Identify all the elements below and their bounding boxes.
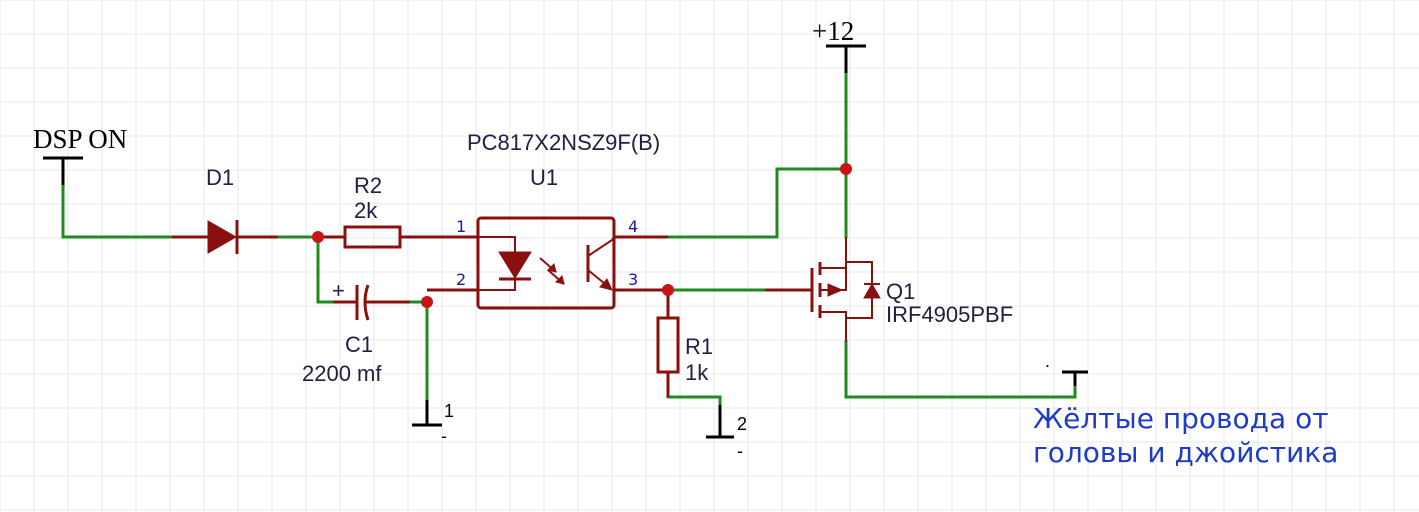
net-dsp-on: DSP ON	[33, 124, 127, 185]
r2-ref: R2	[354, 173, 382, 198]
note-line-1: Жёлтые провода от	[1033, 402, 1329, 435]
q1-ref: Q1	[886, 279, 915, 304]
junction-d1-r2	[312, 231, 324, 243]
supply-label: +12	[812, 16, 854, 46]
junction-c1-pin2	[421, 296, 433, 308]
diode-d1: D1	[172, 165, 278, 254]
ground-2: 2 -	[706, 405, 747, 461]
u1-pin1: 1	[456, 217, 466, 236]
ground1-sign: -	[441, 426, 447, 446]
mosfet-q1: Q1 IRF4905PBF	[765, 237, 1013, 342]
net-output: .	[1045, 351, 1088, 386]
dsp-on-label: DSP ON	[33, 124, 127, 154]
junction-pin3-r1	[662, 284, 674, 296]
optocoupler-u1: PC817X2NSZ9F(B) U1 1 2 3 4	[427, 130, 668, 310]
net-plus-12: +12	[812, 16, 866, 73]
u1-pin2: 2	[456, 270, 466, 289]
ground2-sign: -	[737, 441, 743, 461]
c1-ref: C1	[345, 332, 373, 357]
capacitor-c1: + C1 2200 mf	[302, 278, 410, 386]
r2-value: 2k	[354, 198, 378, 223]
u1-pin4: 4	[628, 217, 638, 236]
resistor-r2: R2 2k	[318, 173, 478, 249]
r1-ref: R1	[685, 334, 713, 359]
wire-drain-to-output	[844, 340, 1077, 399]
u1-ref: U1	[530, 165, 558, 190]
ground-1: 1 -	[412, 400, 454, 446]
d1-ref: D1	[206, 165, 234, 190]
q1-part: IRF4905PBF	[886, 302, 1013, 327]
wire-input-to-d1	[61, 183, 174, 239]
wire-node-to-c1	[316, 235, 335, 304]
r1-value: 1k	[685, 360, 709, 385]
wire-r1-to-ground2	[666, 395, 722, 407]
output-net-label: .	[1045, 351, 1050, 371]
junction-supply	[840, 163, 852, 175]
c1-value: 2200 mf	[302, 361, 382, 386]
wires	[61, 71, 1077, 407]
note-line-2: головы и джойстика	[1033, 436, 1338, 469]
junctions	[312, 163, 852, 308]
resistor-r1: R1 1k	[656, 290, 713, 397]
note: Жёлтые провода от головы и джойстика	[1033, 402, 1338, 469]
ground1-number: 1	[444, 401, 454, 421]
u1-pin3: 3	[628, 270, 638, 289]
u1-part: PC817X2NSZ9F(B)	[467, 130, 660, 155]
c1-polarity: +	[332, 278, 345, 303]
wire-u1-pin4-to-supply	[666, 167, 848, 239]
ground2-number: 2	[737, 414, 747, 434]
